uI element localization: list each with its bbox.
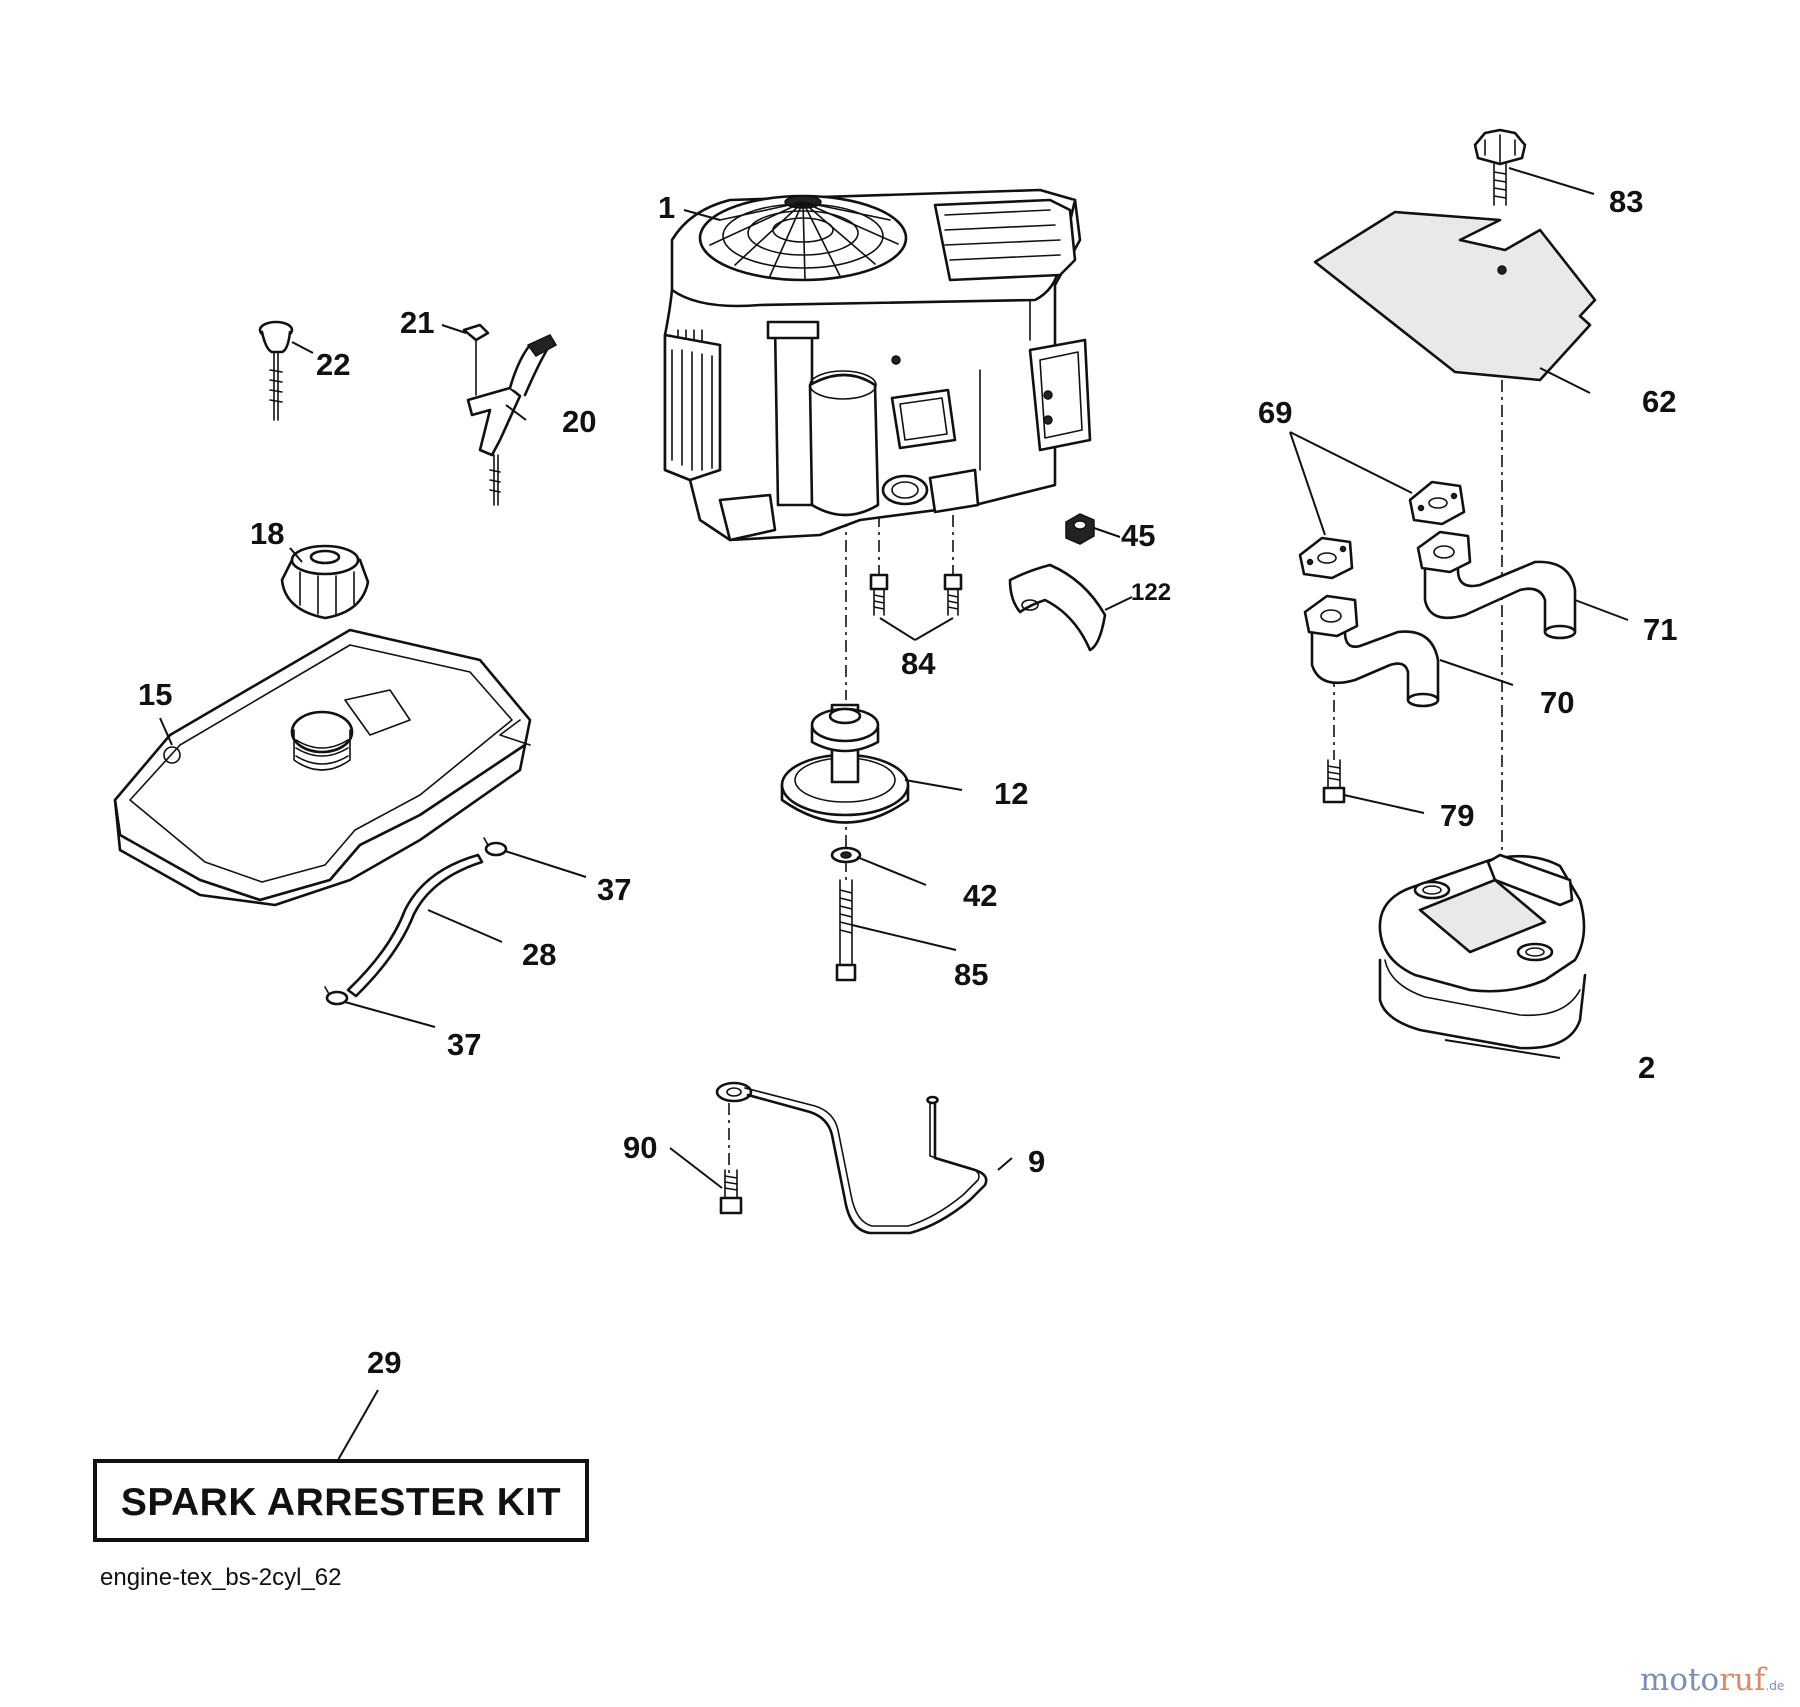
engine xyxy=(663,188,1092,542)
callout-79: 79 xyxy=(1440,798,1474,833)
callout-70: 70 xyxy=(1540,685,1574,720)
callout-15: 15 xyxy=(138,677,172,712)
callout-20: 20 xyxy=(562,404,596,439)
washer-42 xyxy=(830,846,862,864)
spark-arrester-kit-label: SPARK ARRESTER KIT xyxy=(121,1481,561,1524)
callout-18: 18 xyxy=(250,516,284,551)
screw-21 xyxy=(462,323,490,396)
bolt-79 xyxy=(1322,759,1346,804)
callout-71: 71 xyxy=(1643,612,1677,647)
callout-84: 84 xyxy=(901,646,936,681)
gasket-69-lower xyxy=(1298,536,1354,580)
callout-21: 21 xyxy=(400,305,434,340)
bracket-rod-9 xyxy=(715,1081,988,1235)
callout-83: 83 xyxy=(1609,184,1643,219)
callout-122: 122 xyxy=(1131,579,1171,606)
callout-62: 62 xyxy=(1642,384,1676,419)
callout-45: 45 xyxy=(1121,518,1155,553)
watermark-logo: motoruf.de xyxy=(1640,1662,1784,1698)
callout-69: 69 xyxy=(1258,395,1292,430)
spark-arrester-kit: 29 SPARK ARRESTER KIT xyxy=(93,1345,589,1542)
exhaust-pipe-70 xyxy=(1303,594,1440,708)
heat-shield-122 xyxy=(1008,563,1107,652)
fuel-cap-18 xyxy=(280,544,370,620)
fuel-tank-15 xyxy=(113,628,532,907)
callout-1: 1 xyxy=(658,190,675,225)
callouts: 1 2 9 12 15 18 20 21 22 28 37 37 42 45 6… xyxy=(138,184,1677,1179)
leader-lines xyxy=(159,167,1629,1461)
gasket-69-upper xyxy=(1408,480,1466,526)
watermark-text: motoruf.de xyxy=(1640,1662,1784,1698)
fuel-hose-28 xyxy=(346,853,484,998)
callout-2: 2 xyxy=(1638,1050,1655,1085)
knob-83 xyxy=(1473,128,1527,206)
callout-37-upper: 37 xyxy=(597,872,631,907)
throttle-control-20 xyxy=(466,334,558,506)
pulley-12 xyxy=(780,703,910,824)
exhaust-pipe-71 xyxy=(1416,530,1577,640)
spark-arrester-kit-box xyxy=(93,1459,589,1542)
hose-clamp-37-lower xyxy=(324,986,349,1006)
callout-28: 28 xyxy=(522,937,556,972)
bolt-85 xyxy=(835,879,857,982)
spark-arrester-kit-number: 29 xyxy=(367,1345,401,1380)
callout-12: 12 xyxy=(994,776,1028,811)
hose-clamp-37-upper xyxy=(483,837,508,857)
callout-90: 90 xyxy=(623,1130,657,1165)
nut-45 xyxy=(1065,513,1095,545)
heat-shield-plate-62 xyxy=(1313,210,1597,382)
diagram-code: engine-tex_bs-2cyl_62 xyxy=(100,1564,342,1591)
callout-85: 85 xyxy=(954,957,988,992)
callout-9: 9 xyxy=(1028,1144,1045,1179)
callout-22: 22 xyxy=(316,347,350,382)
bolts-84 xyxy=(869,573,963,616)
bolt-90 xyxy=(719,1169,743,1215)
knob-22 xyxy=(258,320,294,421)
callout-42: 42 xyxy=(963,878,997,913)
callout-37-lower: 37 xyxy=(447,1027,481,1062)
muffler-2 xyxy=(1378,853,1587,1050)
